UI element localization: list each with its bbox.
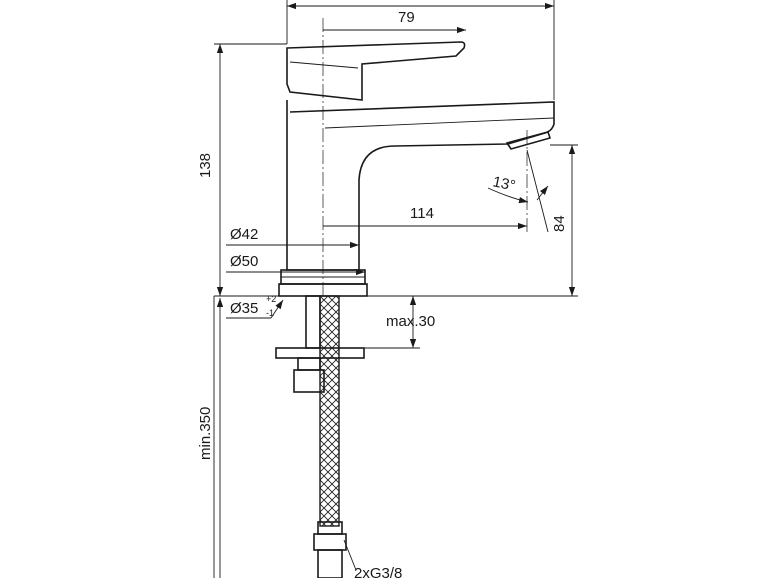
dim-dia50-label: Ø50 bbox=[230, 253, 258, 270]
aerator bbox=[505, 131, 552, 150]
dimension-lines bbox=[213, 0, 578, 578]
dim-dia35-label: Ø35 bbox=[230, 300, 258, 317]
braided-hose bbox=[319, 295, 340, 527]
dim-138-label: 138 bbox=[197, 153, 214, 178]
body-and-spout bbox=[286, 100, 555, 271]
center-lines bbox=[322, 18, 528, 300]
dimension-labels: 79 138 114 84 13° Ø42 Ø50 Ø35 +2 -1 max.… bbox=[197, 9, 568, 578]
lever-handle bbox=[286, 41, 466, 101]
dim-min350-label: min.350 bbox=[197, 407, 214, 460]
dim-dia35-tol-plus: +2 bbox=[266, 294, 276, 304]
dim-angle-label: 13° bbox=[491, 173, 517, 194]
dim-dia35-tol-minus: -1 bbox=[266, 308, 274, 318]
connection-label: 2xG3/8 bbox=[354, 565, 402, 578]
dim-dia42-label: Ø42 bbox=[230, 226, 258, 243]
faucet-outline bbox=[278, 41, 555, 297]
dim-84-label: 84 bbox=[551, 215, 568, 232]
dim-79-label: 79 bbox=[398, 9, 415, 26]
dim-114-label: 114 bbox=[410, 205, 434, 222]
dim-max30-label: max.30 bbox=[386, 313, 435, 330]
under-deck-assembly bbox=[275, 295, 365, 578]
